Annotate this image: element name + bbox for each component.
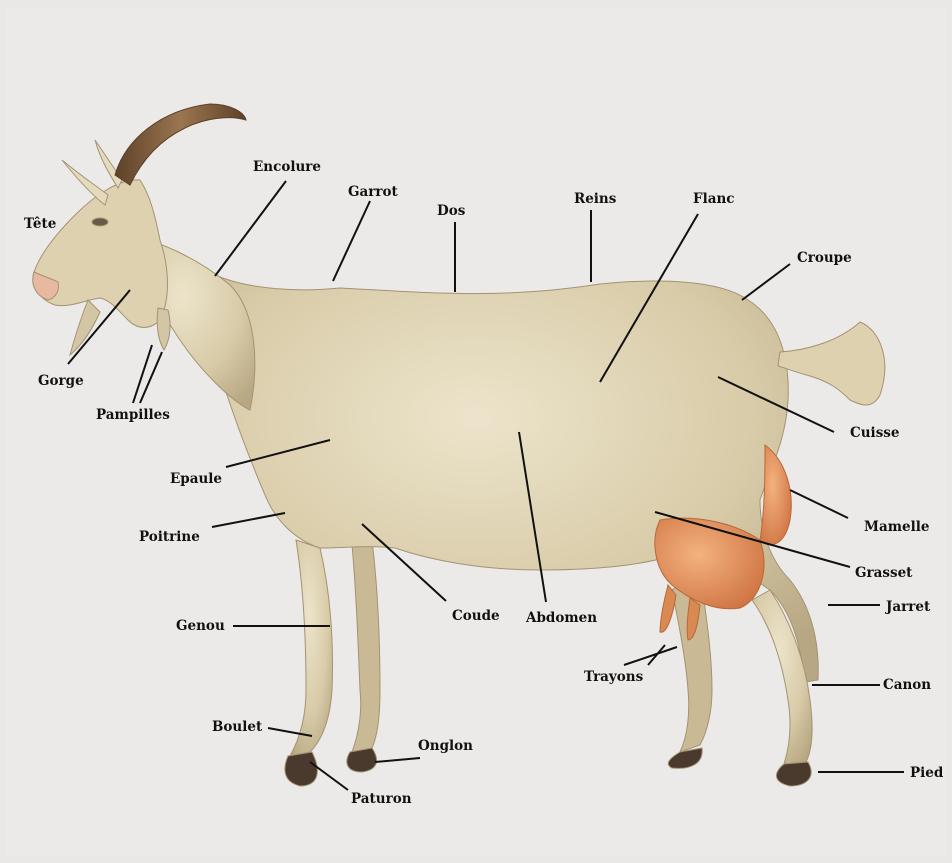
label-genou: Genou (176, 618, 225, 634)
label-abdomen: Abdomen (525, 610, 597, 626)
label-pampilles: Pampilles (96, 407, 170, 423)
label-dos: Dos (437, 203, 466, 219)
label-coude: Coude (452, 608, 500, 624)
hoof (776, 762, 811, 786)
label-gorge: Gorge (38, 373, 84, 389)
goat-eye (92, 218, 108, 226)
label-tete: Tête (24, 216, 56, 232)
label-mamelle: Mamelle (864, 519, 929, 535)
label-jarret: Jarret (885, 599, 931, 615)
label-encolure: Encolure (253, 159, 321, 175)
label-garrot: Garrot (348, 184, 399, 200)
label-croupe: Croupe (797, 250, 852, 266)
hoof (347, 748, 377, 772)
label-grasset: Grasset (855, 565, 913, 581)
hoof (285, 752, 317, 786)
label-poitrine: Poitrine (139, 529, 200, 545)
label-pied: Pied (910, 765, 944, 781)
label-flanc: Flanc (693, 191, 735, 207)
label-onglon: Onglon (418, 738, 473, 754)
label-canon: Canon (883, 677, 931, 693)
label-cuisse: Cuisse (850, 425, 899, 441)
label-reins: Reins (574, 191, 617, 207)
label-boulet: Boulet (212, 719, 263, 735)
label-epaule: Epaule (170, 471, 222, 487)
label-trayons: Trayons (584, 669, 644, 685)
label-paturon: Paturon (351, 791, 412, 807)
